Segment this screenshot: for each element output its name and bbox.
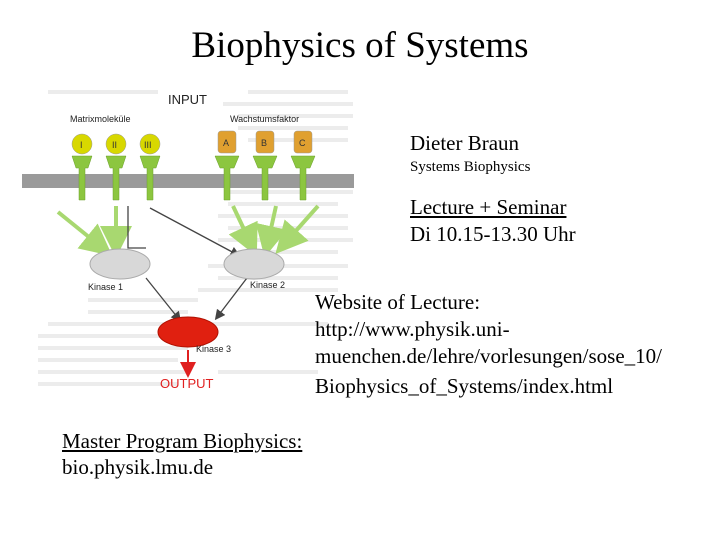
svg-text:A: A (223, 138, 229, 148)
receptor-arrows (56, 204, 320, 258)
kinase-1-label: Kinase 1 (88, 282, 123, 292)
kinase-1 (89, 248, 151, 280)
author-name: Dieter Braun (410, 131, 520, 155)
website-url-line-3[interactable]: Biophysics_of_Systems/index.html (315, 374, 614, 398)
signaling-diagram: INPUT Matrixmoleküle Wachstumsfaktor I I… (18, 82, 358, 402)
lecture-time: Di 10.15-13.30 Uhr (410, 222, 576, 246)
input-label: INPUT (168, 92, 207, 107)
matrix-label: Matrixmoleküle (70, 114, 131, 124)
kinase-3 (157, 316, 219, 348)
growth-label: Wachstumsfaktor (230, 114, 299, 124)
growth-ligands: A B C (217, 130, 313, 154)
lecture-heading: Lecture + Seminar (410, 195, 567, 219)
svg-text:I: I (80, 140, 83, 150)
matrix-ligands: I II III (71, 133, 161, 155)
receptors (71, 155, 316, 201)
website-heading: Website of Lecture: (315, 290, 481, 314)
output-label: OUTPUT (160, 376, 214, 391)
website-url-line-1[interactable]: http://www.physik.uni- (315, 317, 510, 341)
group-name: Systems Biophysics (410, 159, 531, 175)
svg-text:II: II (112, 140, 117, 150)
master-program-url[interactable]: bio.physik.lmu.de (62, 455, 214, 479)
kinase-3-label: Kinase 3 (196, 344, 231, 354)
membrane (22, 174, 354, 188)
regulation-lines (127, 206, 251, 323)
svg-text:III: III (144, 140, 152, 150)
slide-title: Biophysics of Systems (191, 25, 529, 66)
svg-text:C: C (299, 138, 306, 148)
kinase-2 (223, 248, 285, 280)
master-program-heading: Master Program Biophysics: (62, 429, 303, 453)
kinase-2-label: Kinase 2 (250, 280, 285, 290)
svg-text:B: B (261, 138, 267, 148)
website-url-line-2[interactable]: muenchen.de/lehre/vorlesungen/sose_10/ (315, 344, 662, 368)
